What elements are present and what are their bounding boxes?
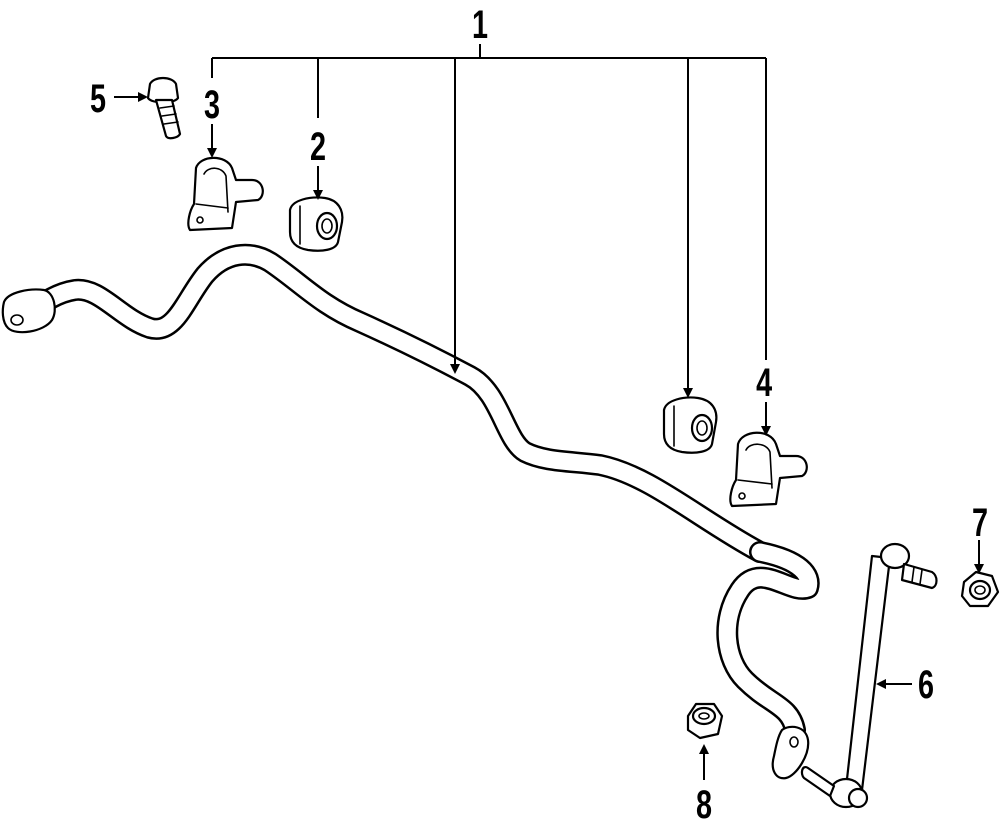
leader-lines — [114, 44, 984, 780]
callout-2: 2 — [310, 124, 326, 169]
callout-4: 4 — [756, 360, 773, 405]
bushing-right — [662, 396, 718, 454]
callout-8: 8 — [696, 782, 712, 827]
callout-1: 1 — [472, 2, 488, 47]
callout-7: 7 — [972, 500, 988, 545]
callout-5: 5 — [90, 76, 106, 121]
stabilizer-bar — [1, 243, 820, 780]
callout-6: 6 — [918, 662, 934, 707]
bracket-right — [729, 431, 808, 508]
bushing-left — [288, 196, 344, 252]
bolt — [146, 76, 182, 140]
nut-bottom — [686, 702, 724, 740]
bracket-left — [187, 156, 264, 232]
stabilizer-link — [800, 542, 938, 809]
callout-3: 3 — [204, 82, 220, 127]
nut-right — [960, 570, 1000, 608]
